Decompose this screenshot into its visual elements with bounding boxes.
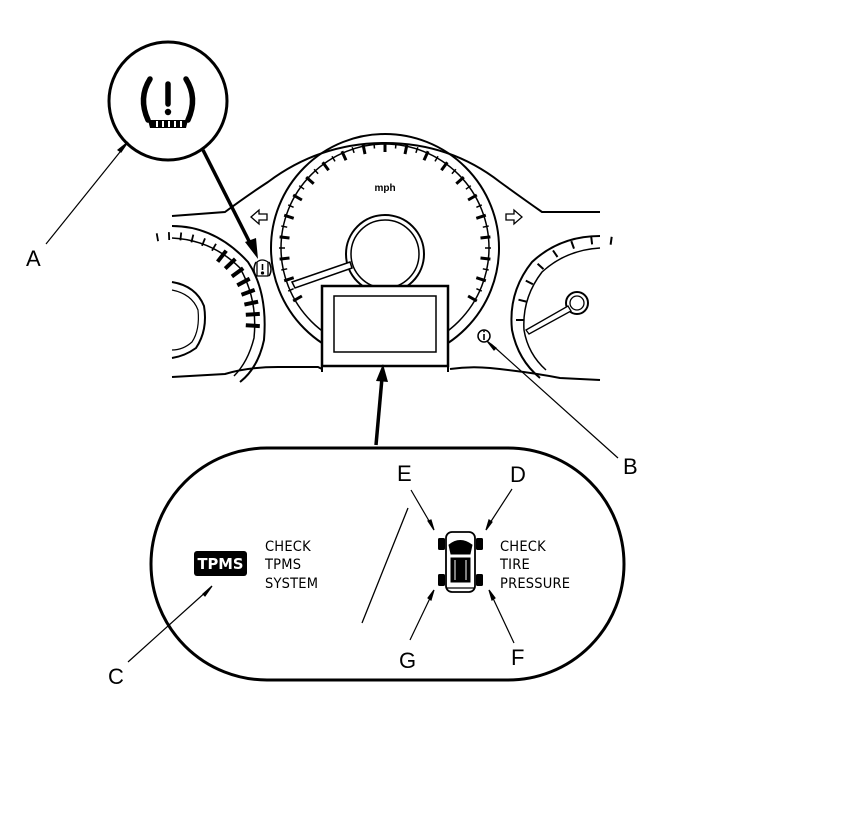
gauge-tick [475, 276, 487, 283]
callout-b: B [623, 454, 638, 479]
leader-lines [45, 141, 619, 663]
check-tire-pressure-message: CHECK TIRE PRESSURE [499, 539, 570, 592]
gauge-tick [245, 323, 260, 329]
left-message-line-3: SYSTEM [265, 576, 318, 592]
gauge-tick [287, 288, 294, 292]
gauge-tick [482, 225, 489, 228]
right-message-line-1: CHECK [500, 539, 546, 555]
left-message-line-2: TPMS [264, 557, 301, 573]
gauge-tick [609, 236, 613, 245]
gauge-tick [394, 142, 397, 149]
gauge-tick [245, 311, 260, 317]
gauge-tick [552, 249, 559, 258]
pointer-arrow-a-to-cluster [201, 149, 258, 259]
gauge-tick [216, 249, 228, 263]
gauge-tick [305, 175, 315, 185]
gauge-tick [434, 155, 439, 162]
gauge-tick [236, 276, 251, 288]
gauge-tick [211, 243, 217, 252]
left-message-line-1: CHECK [265, 539, 311, 555]
gauge-tick [590, 236, 594, 245]
callout-d: D [510, 462, 526, 487]
gauge-tick [415, 146, 419, 154]
gauge-tick [298, 185, 305, 190]
gauge-tick [525, 279, 534, 286]
gauge-tick [279, 256, 290, 261]
tpms-low-pressure-icon [107, 40, 229, 162]
left-gauge-ticks [155, 232, 260, 329]
gauge-tick [201, 238, 206, 247]
gauge-tick [518, 298, 527, 303]
gauge-tick [467, 193, 478, 202]
gauge-tick [230, 266, 245, 279]
gauge-tick [422, 150, 430, 161]
turn-right-arrow-icon [505, 208, 523, 226]
gauge-tick [476, 204, 483, 208]
info-icon [477, 329, 491, 343]
callout-c: C [108, 664, 124, 689]
right-gauge-ticks [516, 236, 613, 321]
callout-e: E [397, 461, 412, 486]
speedometer-ticks [279, 142, 491, 303]
gauge-tick [243, 299, 259, 307]
gauge-tick [281, 268, 288, 271]
turn-left-arrow-icon [250, 208, 268, 226]
gauge-tick [321, 161, 330, 172]
gauge-tick [480, 256, 491, 261]
gauge-tick [455, 175, 465, 185]
gauge-tick [480, 235, 491, 240]
car-top-view-icon [438, 531, 483, 593]
gauge-tick [373, 142, 376, 149]
callout-a: A [26, 246, 41, 271]
tpms-indicator-small-icon [253, 259, 272, 277]
gauge-tick [283, 276, 295, 283]
gauge-tick [287, 204, 294, 208]
gauge-tick [190, 234, 195, 243]
gauge-tick [403, 144, 409, 155]
multi-information-display [320, 284, 450, 372]
callout-f: F [511, 645, 524, 670]
speedometer-unit-label: mph [374, 183, 395, 194]
gauge-tick [292, 294, 303, 303]
left-gauge [171, 225, 266, 383]
gauge-tick [155, 233, 159, 242]
gauge-tick [475, 213, 487, 220]
tpms-badge: TPMS [194, 551, 247, 576]
tpms-badge-label: TPMS [198, 555, 244, 573]
gauge-tick [179, 232, 183, 241]
right-message-line-3: PRESSURE [500, 576, 570, 592]
gauge-tick [292, 193, 303, 202]
pointer-arrow-display-to-cluster [374, 364, 388, 446]
magnified-display [149, 446, 626, 682]
gauge-tick [240, 288, 256, 297]
gauge-tick [351, 146, 355, 154]
gauge-tick [361, 144, 367, 155]
gauge-tick [476, 288, 483, 292]
gauge-tick [313, 168, 319, 175]
gauge-tick [340, 150, 348, 161]
gauge-tick [279, 235, 290, 240]
gauge-tick [331, 155, 336, 162]
gauge-tick [465, 185, 472, 190]
gauge-tick [482, 268, 489, 271]
callout-g: G [399, 648, 416, 673]
check-tpms-system-message: CHECK TPMS SYSTEM [264, 539, 318, 592]
gauge-tick [451, 168, 457, 175]
gauge-tick [281, 225, 288, 228]
gauge-tick [467, 294, 478, 303]
gauge-tick [223, 257, 237, 271]
right-gauge [510, 235, 601, 379]
gauge-tick [283, 213, 295, 220]
gauge-tick [570, 240, 575, 249]
gauge-tick [440, 161, 449, 172]
gauge-tick [536, 263, 545, 270]
right-message-line-2: TIRE [499, 557, 530, 573]
